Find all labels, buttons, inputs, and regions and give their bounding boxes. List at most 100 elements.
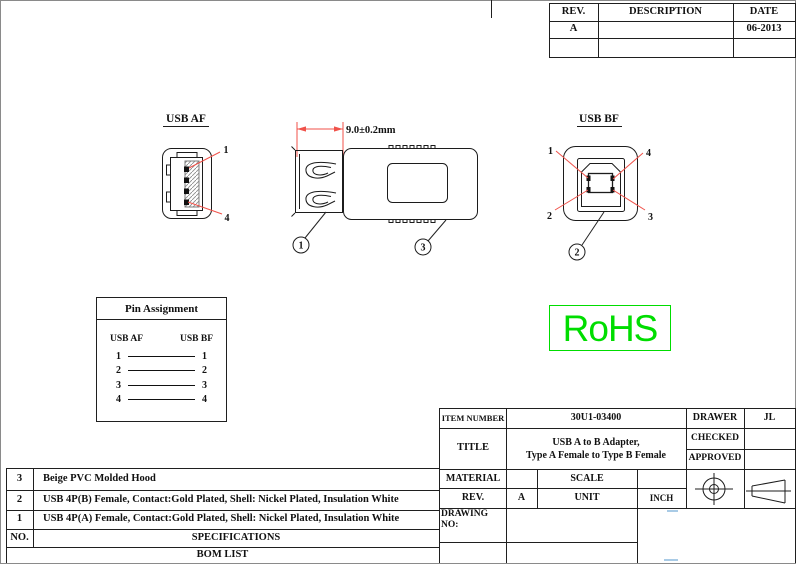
rohs-text: RoHS (562, 307, 659, 349)
drawing-no-label: DRAWING NO: (441, 509, 488, 530)
pin-assignment-title: Pin Assignment (97, 298, 226, 320)
stray-mark (664, 559, 678, 561)
latch-spring (312, 194, 332, 205)
divider-line (549, 57, 796, 58)
pin-leader (555, 150, 589, 179)
pin-number: 1 (224, 145, 229, 156)
projection-symbols (695, 473, 791, 505)
pin-leader (187, 201, 223, 215)
divider-line (637, 469, 638, 563)
usb-af-view: USB AF 1 4 (162, 113, 230, 224)
drawer-label: DRAWER (692, 412, 738, 423)
pin-number: 4 (646, 148, 651, 159)
pin-col-usb-af: USB AF (110, 334, 143, 344)
divider-line (6, 468, 439, 469)
pin-number: 1 (548, 146, 553, 157)
item-number-value: 30U1-03400 (570, 412, 622, 423)
frame-line (0, 0, 1, 564)
callout-number: 3 (421, 243, 426, 254)
pin-leader (612, 152, 644, 180)
af-shell-tab (166, 164, 171, 176)
pin-right: 1 (202, 350, 207, 362)
af-contact-pad (184, 177, 189, 183)
pin-assignment-table: Pin Assignment USB AF USB BF 1 1 2 2 3 3 (96, 297, 227, 422)
rohs-mark: RoHS (549, 305, 671, 351)
rev-value: A (517, 492, 526, 503)
bom-item-spec: USB 4P(B) Female, Contact:Gold Plated, S… (43, 493, 399, 505)
callout-circle (292, 236, 310, 254)
usb-bf-view: USB BF 1 4 2 3 2 (547, 113, 653, 261)
hood-ribs-top (388, 145, 436, 149)
divider-line (549, 21, 796, 22)
divider-line (6, 529, 439, 530)
af-shell-tab (166, 191, 171, 203)
title-line1: USB A to B Adapter, (552, 436, 640, 448)
divider-line (6, 490, 439, 491)
latch-spring (312, 165, 332, 176)
rev-description (598, 21, 733, 38)
divider-line (439, 408, 795, 409)
material-label: MATERIAL (445, 472, 501, 484)
pin-map-row: 1 1 (97, 349, 226, 364)
divider-line (686, 408, 687, 508)
divider-line (33, 468, 34, 547)
divider-line (795, 408, 796, 563)
pin-wire (128, 355, 195, 357)
pin-wire (128, 370, 195, 372)
dim-arrow (297, 126, 306, 132)
bom-item-no: 2 (16, 493, 23, 505)
bf-contact-pad (610, 187, 615, 193)
bom-no-header: NO. (10, 531, 29, 543)
af-contact-pad (184, 199, 189, 205)
pin-map-row: 2 2 (97, 364, 226, 379)
af-housing-outline (162, 148, 212, 219)
rev-date: 06-2013 (746, 23, 782, 35)
af-contact-pad (184, 188, 189, 194)
dimension-text: 9.0±0.2mm (346, 125, 396, 136)
rev-value: A (569, 23, 578, 35)
callout-circle (414, 238, 432, 256)
projection-cone (751, 479, 786, 504)
divider-line (733, 3, 734, 58)
pin-left: 2 (116, 365, 121, 377)
divider-line (439, 408, 440, 563)
bf-contact-block (587, 172, 614, 194)
callout-circle (568, 243, 586, 261)
pin-right: 4 (202, 394, 207, 406)
divider-line (6, 547, 439, 548)
af-shell-tab (176, 210, 198, 216)
scale-value (637, 469, 686, 488)
bf-b-shape (581, 163, 621, 207)
af-contact-pad (184, 166, 189, 172)
divider-line (439, 428, 795, 429)
pin-wire (128, 399, 195, 401)
item-number-label: ITEM NUMBER (441, 412, 505, 423)
approved-value (744, 449, 795, 469)
divider-line (795, 3, 796, 58)
divider-line (598, 3, 599, 58)
pin-leader (612, 189, 646, 211)
pin-number: 2 (547, 211, 552, 222)
frame-line (0, 0, 796, 1)
pin-number: 4 (225, 213, 230, 224)
title-line2: Type A Female to Type B Female (526, 449, 666, 461)
rev-header: REV. (561, 5, 586, 17)
divider-line (549, 38, 796, 39)
view-label: USB AF (166, 113, 206, 125)
bom-item-spec: Beige PVC Molded Hood (43, 472, 156, 484)
date-header: DATE (749, 5, 779, 17)
af-contact-tongue (184, 160, 200, 208)
divider-line (439, 542, 637, 543)
af-shell-outline (170, 157, 203, 211)
callout-number: 1 (299, 241, 304, 252)
latch-spring (305, 161, 337, 179)
metal-shell (295, 150, 343, 213)
divider-line (439, 469, 795, 470)
checked-label: CHECKED (690, 432, 740, 443)
frame-line (795, 0, 796, 564)
stray-mark (667, 510, 678, 512)
bom-item-spec: USB 4P(A) Female, Contact:Gold Plated, S… (43, 513, 400, 525)
af-shell-tab (176, 152, 198, 158)
pin-left: 1 (116, 350, 121, 362)
pin-right: 2 (202, 365, 207, 377)
